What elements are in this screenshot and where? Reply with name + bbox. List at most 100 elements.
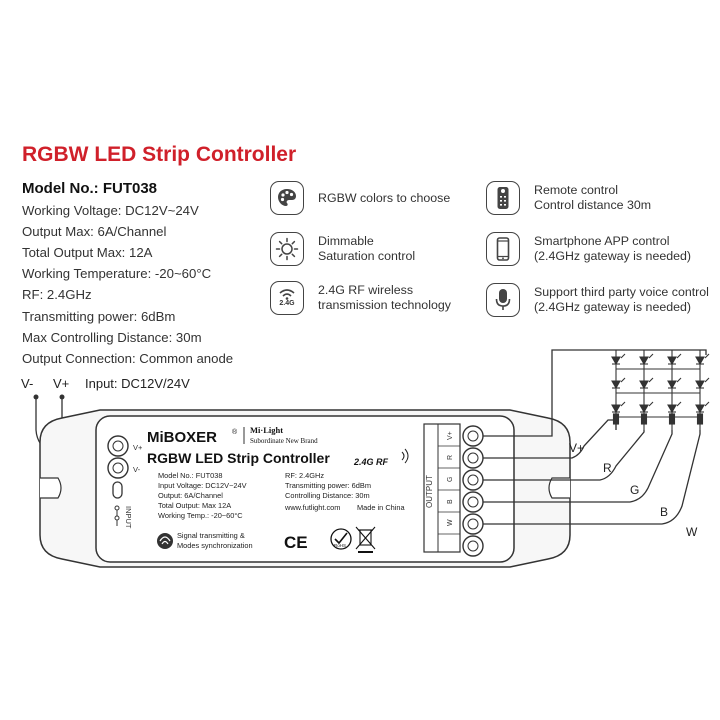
wire-label-g: G: [630, 483, 639, 497]
device-face: [95, 415, 515, 563]
led-diode: [611, 356, 621, 366]
device-spec: Working Temp.: -20~60°C: [158, 511, 243, 520]
spec-line: Total Output Max: 12A: [22, 245, 153, 261]
feature-rgbw: RGBW colors to choose: [270, 181, 450, 215]
output-wires: [483, 349, 707, 525]
spec-line: Output Connection: Common anode: [22, 350, 234, 366]
led-diode: [639, 356, 649, 366]
feature-text: (2.4GHz gateway is needed): [534, 249, 692, 263]
device-spec: RF: 2.4GHz: [285, 471, 324, 480]
wire-label-vplus: V+: [569, 441, 584, 455]
ce-mark: CE: [284, 533, 308, 552]
led-diode: [667, 404, 677, 414]
feature-voice: Support third party voice control(2.4GHz…: [486, 283, 709, 317]
feature-text: Remote control: [534, 183, 619, 197]
output-term-label: V+: [447, 431, 454, 440]
led-diode: [695, 404, 705, 414]
led-diode: [667, 380, 677, 390]
device-spec: Output: 6A/Channel: [158, 491, 223, 500]
feature-app: Smartphone APP control(2.4GHz gateway is…: [486, 232, 691, 266]
resistor: [696, 413, 704, 425]
device-spec: Input Voltage: DC12V~24V: [158, 481, 247, 490]
brand-logo: MiBOXER: [147, 429, 217, 446]
led-diode: [695, 356, 705, 366]
led-diode: [611, 404, 621, 414]
wifi-2g4-icon: 2.4G: [270, 281, 304, 315]
sub-brand-note: Subordinate New Brand: [250, 437, 318, 445]
input-terminal-vminus: [107, 457, 129, 479]
rf-badge: 2.4G RF: [353, 457, 389, 467]
microphone-icon: [486, 283, 520, 317]
output-terminals: [462, 425, 484, 557]
signal-note: Signal transmitting &: [177, 531, 245, 540]
sub-brand: Mi·Light: [250, 425, 283, 435]
device-made-in: Made in China: [357, 503, 406, 512]
v-minus-label: V-: [21, 376, 33, 391]
wire-label-w: W: [686, 525, 698, 539]
output-term-label: B: [447, 499, 454, 504]
led-strip-grid: [590, 349, 710, 430]
input-label: INPUT: [124, 506, 133, 529]
page-title: RGBW LED Strip Controller: [22, 143, 297, 166]
feature-text: Support third party voice control: [534, 285, 709, 299]
spec-line: Working Temperature: -20~60°C: [22, 266, 212, 282]
feature-text: (2.4GHz gateway is needed): [534, 300, 692, 314]
led-diode: [639, 380, 649, 390]
input-vplus-label: V+: [133, 443, 143, 452]
rohs-badge: RoHS: [330, 528, 352, 550]
input-vminus-label: V-: [133, 465, 141, 474]
device-spec: Controlling Distance: 30m: [285, 491, 370, 500]
sun-icon: [270, 232, 304, 266]
led-diode: [667, 356, 677, 366]
feature-text: transmission technology: [318, 298, 451, 312]
device-spec: Total Output: Max 12A: [158, 501, 231, 510]
device-spec: Transmitting power: 6dBm: [285, 481, 371, 490]
mount-slot-right: [548, 477, 570, 499]
signal-sync-icon: [157, 533, 173, 549]
v-plus-label: V+: [53, 376, 69, 391]
spec-line: Working Voltage: DC12V~24V: [22, 203, 199, 219]
v-plus-terminal-dot: [59, 394, 65, 400]
output-label-block: [423, 423, 461, 553]
feature-text: Saturation control: [318, 249, 416, 263]
weee-bin-icon: [355, 526, 376, 553]
input-voltage-label: Input: DC12V/24V: [85, 376, 190, 391]
brand-registered: ®: [232, 428, 238, 436]
output-term-label: G: [447, 477, 454, 482]
feature-text: 2.4G RF wireless: [318, 283, 414, 297]
device-spec: Model No.: FUT038: [158, 471, 223, 480]
smartphone-icon: [486, 232, 520, 266]
v-minus-terminal-dot: [33, 394, 39, 400]
polarity-symbol: [114, 505, 120, 526]
output-label: OUTPUT: [425, 475, 434, 508]
rohs-text: RoHS: [334, 543, 346, 548]
wire-label-b: B: [660, 505, 668, 519]
feature-text: Dimmable: [318, 234, 374, 248]
resistor: [668, 413, 676, 425]
led-diode: [639, 404, 649, 414]
remote-icon: [486, 181, 520, 215]
wire-label-r: R: [603, 461, 612, 475]
led-diode: [695, 380, 705, 390]
feature-text: RGBW colors to choose: [318, 190, 451, 205]
input-terminal-vplus: [107, 435, 129, 457]
indicator-led: [112, 481, 123, 499]
model-number: Model No.: FUT038: [22, 180, 158, 197]
device-website: www.futlight.com: [284, 503, 340, 512]
spec-line: Transmitting power: 6dBm: [22, 308, 176, 324]
resistor: [640, 413, 648, 425]
spec-line: RF: 2.4GHz: [22, 287, 92, 303]
rf-badge-text: 2.4G: [279, 300, 295, 307]
signal-note: Modes synchronization: [177, 541, 253, 550]
spec-list: Model No.: FUT038 Working Voltage: DC12V…: [22, 178, 233, 369]
spec-line: Max Controlling Distance: 30m: [22, 329, 202, 345]
palette-icon: [270, 181, 304, 215]
spec-line: Output Max: 6A/Channel: [22, 224, 167, 240]
resistor: [612, 413, 620, 425]
mount-slot-left: [40, 477, 62, 499]
output-term-label: W: [447, 519, 454, 526]
led-diode: [611, 380, 621, 390]
